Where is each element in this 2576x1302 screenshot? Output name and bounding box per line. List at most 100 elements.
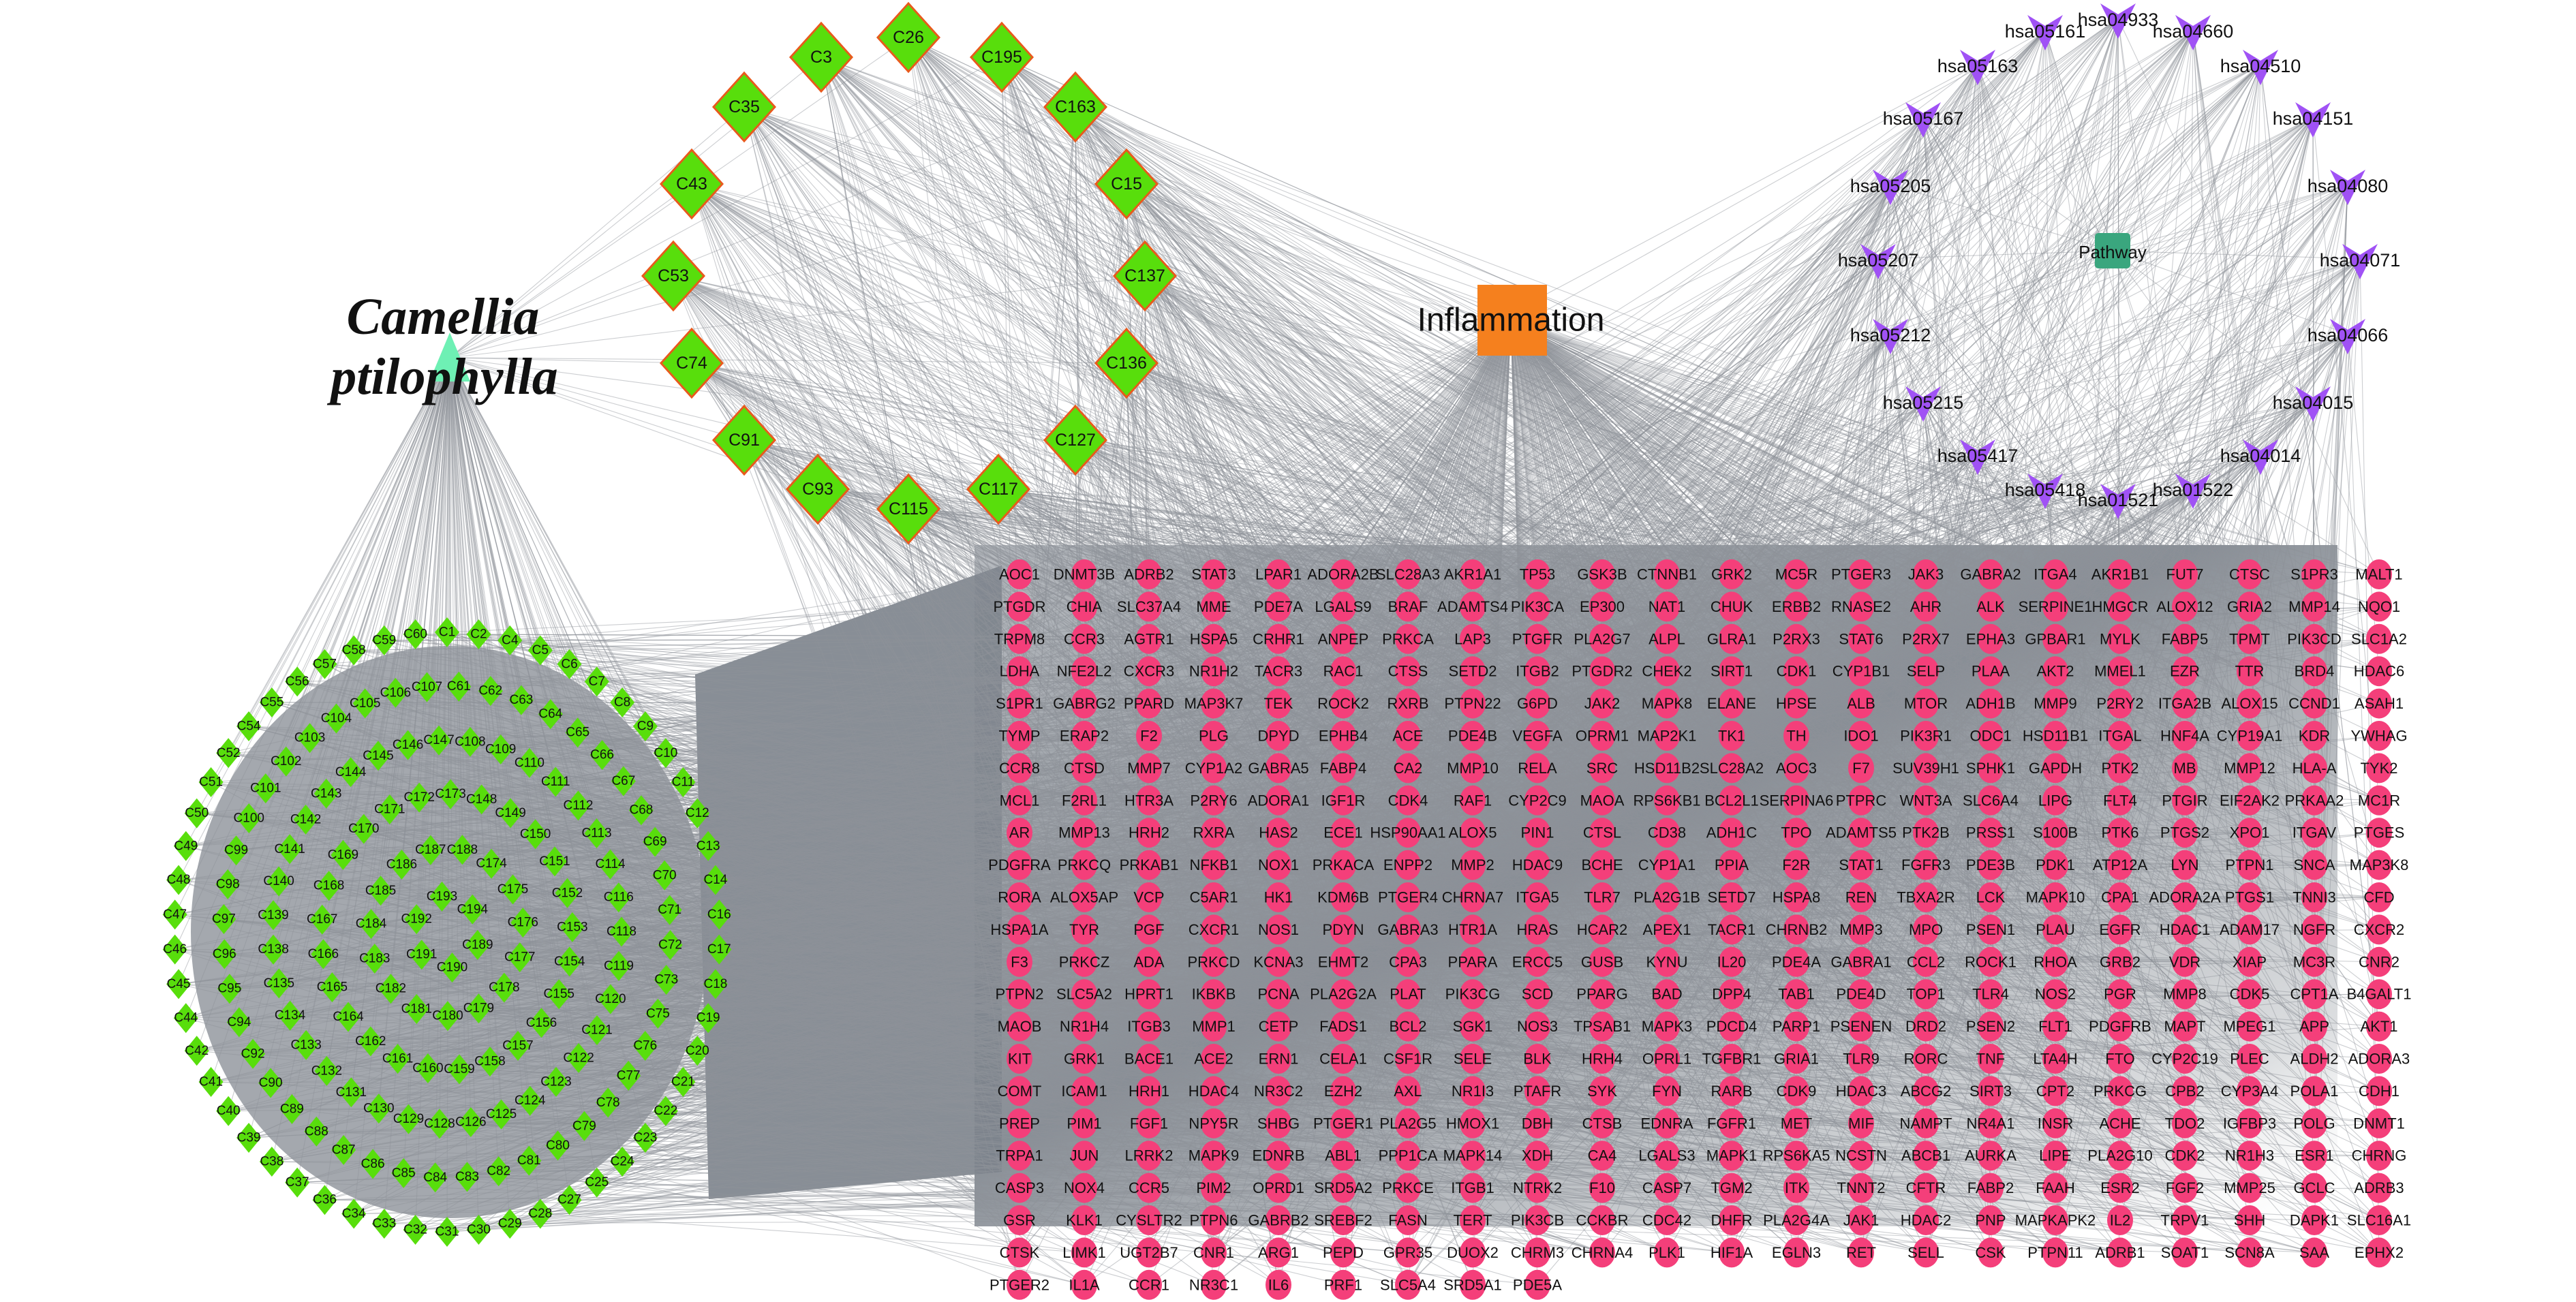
gene-node[interactable]: MAP3K8	[2350, 850, 2409, 880]
compound-node[interactable]: C29	[497, 1209, 523, 1239]
pathway-node[interactable]: hsa04151	[2273, 102, 2354, 138]
gene-node[interactable]: STAT6	[1839, 623, 1884, 654]
gene-node[interactable]: RPS6KB1	[1633, 785, 1701, 816]
gene-node[interactable]: SELE	[1454, 1044, 1492, 1074]
gene-node[interactable]: NR3C2	[1254, 1076, 1303, 1106]
compound-node[interactable]: C187	[415, 835, 446, 865]
compound-node[interactable]: C108	[455, 726, 486, 757]
compound-node[interactable]: C32	[403, 1215, 428, 1245]
gene-node[interactable]: CTSB	[1582, 1108, 1623, 1138]
gene-node[interactable]: RELA	[1518, 753, 1557, 784]
compound-node[interactable]: C56	[285, 666, 310, 697]
gene-node[interactable]: HSPA1A	[990, 914, 1049, 945]
gene-node[interactable]: RHOA	[2034, 946, 2077, 977]
compound-node[interactable]: C193	[427, 881, 457, 912]
gene-node[interactable]: SOAT1	[2161, 1237, 2209, 1268]
gene-node[interactable]: TEK	[1264, 688, 1293, 719]
top-compound-node[interactable]: C91	[711, 404, 777, 476]
gene-node[interactable]: PLEC	[2230, 1044, 2269, 1074]
gene-node[interactable]: RPS6KA5	[1762, 1141, 1830, 1171]
gene-node[interactable]: STAT1	[1839, 850, 1884, 880]
gene-node[interactable]: CDC42	[1642, 1205, 1691, 1235]
pathway-node[interactable]: hsa05167	[1883, 102, 1964, 138]
gene-node[interactable]: PTGER2	[990, 1269, 1049, 1300]
gene-node[interactable]: CHEK2	[1642, 656, 1692, 687]
compound-node[interactable]: C57	[312, 649, 337, 679]
gene-node[interactable]: ATP12A	[2093, 850, 2148, 880]
top-compound-node[interactable]: C195	[969, 21, 1034, 93]
gene-node[interactable]: ALK	[1976, 591, 2005, 622]
gene-node[interactable]: MMP13	[1058, 818, 1110, 848]
gene-node[interactable]: NFKB1	[1190, 850, 1238, 880]
compound-node[interactable]: C98	[215, 869, 241, 899]
compound-node[interactable]: C68	[628, 795, 654, 826]
gene-node[interactable]: ENPP2	[1383, 850, 1432, 880]
gene-node[interactable]: GABRG2	[1053, 688, 1116, 719]
compound-node[interactable]: C28	[527, 1198, 553, 1229]
gene-node[interactable]: HSD11B1	[2023, 721, 2088, 751]
gene-node[interactable]: AOC3	[1776, 753, 1817, 784]
gene-node[interactable]: PTGER3	[1831, 559, 1891, 589]
gene-node[interactable]: MMP7	[1127, 753, 1171, 784]
pathway-hub-node[interactable]: Pathway	[2079, 233, 2147, 268]
compound-node[interactable]: C182	[375, 974, 406, 1004]
gene-node[interactable]: TYR	[1069, 914, 1099, 945]
gene-node[interactable]: EGLN3	[1772, 1237, 1821, 1268]
gene-node[interactable]: AR	[1007, 818, 1032, 848]
compound-node[interactable]: C129	[393, 1104, 424, 1134]
compound-node[interactable]: C38	[259, 1147, 284, 1177]
gene-node[interactable]: COMT	[998, 1076, 1042, 1106]
compound-node[interactable]: C73	[654, 965, 679, 995]
gene-node[interactable]: IDO1	[1843, 721, 1879, 751]
gene-node[interactable]: PIK3CD	[2287, 623, 2342, 654]
gene-node[interactable]: NR1H3	[2225, 1141, 2274, 1171]
compound-node[interactable]: C79	[572, 1111, 597, 1141]
gene-node[interactable]: ADORA1	[1248, 785, 1309, 816]
gene-node[interactable]: BLK	[1523, 1044, 1552, 1074]
gene-node[interactable]: PIK3CG	[1445, 979, 1501, 1010]
compound-node[interactable]: C179	[463, 993, 494, 1024]
gene-node[interactable]: CYP1B1	[1833, 656, 1890, 687]
gene-node[interactable]: GRB2	[2100, 946, 2141, 977]
compound-node[interactable]: C174	[476, 848, 507, 879]
gene-node[interactable]: NR1I3	[1452, 1076, 1494, 1106]
gene-node[interactable]: NOX4	[1064, 1173, 1105, 1203]
gene-node[interactable]: ALDH2	[2290, 1044, 2339, 1074]
compound-node[interactable]: C166	[308, 939, 339, 970]
top-compound-node[interactable]: C43	[659, 148, 724, 220]
gene-node[interactable]: LGALS3	[1638, 1141, 1696, 1171]
compound-node[interactable]: C159	[444, 1054, 475, 1085]
gene-node[interactable]: BACE1	[1124, 1044, 1174, 1074]
gene-node[interactable]: ALOX15	[2221, 688, 2278, 719]
gene-node[interactable]: AOC1	[999, 559, 1040, 589]
gene-node[interactable]: AKT2	[2036, 656, 2074, 687]
gene-node[interactable]: GABRA3	[1377, 914, 1439, 945]
gene-node[interactable]: PSENEN	[1830, 1011, 1892, 1042]
compound-node[interactable]: C66	[589, 740, 615, 771]
gene-node[interactable]: S100B	[2033, 818, 2078, 848]
gene-node[interactable]: TH	[1783, 721, 1809, 751]
inflammation-node[interactable]: Inflammation	[1417, 285, 1605, 356]
gene-node[interactable]: S1PR3	[2290, 559, 2338, 589]
gene-node[interactable]: PTGS1	[2225, 882, 2274, 912]
gene-node[interactable]: PREP	[999, 1108, 1040, 1138]
gene-node[interactable]: PTGER1	[1313, 1108, 1373, 1138]
gene-node[interactable]: IL20	[1717, 946, 1747, 977]
gene-node[interactable]: CHIA	[1067, 591, 1103, 622]
gene-node[interactable]: TTR	[2235, 656, 2265, 687]
gene-node[interactable]: ICAM1	[1061, 1076, 1107, 1106]
compound-node[interactable]: C69	[643, 826, 668, 857]
compound-node[interactable]: C144	[335, 757, 367, 788]
gene-node[interactable]: HLA-A	[2293, 753, 2337, 784]
gene-node[interactable]: PLA2G10	[2087, 1141, 2153, 1171]
compound-node[interactable]: C181	[401, 993, 432, 1024]
gene-node[interactable]: CTSC	[2229, 559, 2270, 589]
gene-node[interactable]: PDE3B	[1966, 850, 2015, 880]
compound-node[interactable]: C10	[653, 738, 678, 769]
gene-node[interactable]: CPA1	[2101, 882, 2139, 912]
gene-node[interactable]: PLA2G5	[1379, 1108, 1437, 1138]
gene-node[interactable]: BCL2	[1389, 1011, 1427, 1042]
gene-node[interactable]: HDAC9	[1512, 850, 1563, 880]
gene-node[interactable]: GABRA5	[1248, 753, 1309, 784]
gene-node[interactable]: FUT7	[2166, 559, 2204, 589]
